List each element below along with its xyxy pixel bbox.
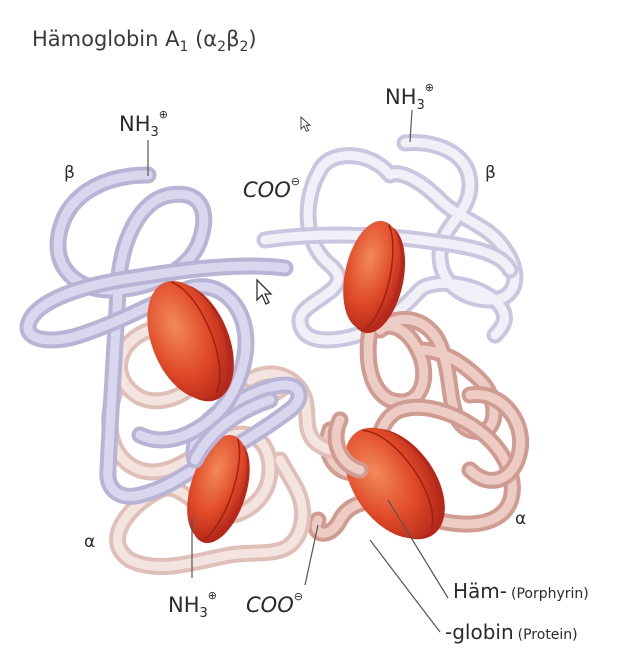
label-beta-left: β	[64, 163, 75, 183]
label-nh3-bottom: NH3⊕	[168, 589, 217, 621]
label-beta-right: β	[485, 163, 496, 183]
label-haem: Häm-(Porphyrin)	[453, 579, 589, 603]
label-alpha-left: α	[84, 532, 95, 552]
label-nh3-top-left: NH3⊕	[119, 108, 168, 140]
leader-globin	[370, 540, 440, 632]
cursor-arrow-icon	[257, 280, 271, 304]
heme-bottom-right	[325, 408, 464, 559]
label-globin: -globin(Protein)	[445, 620, 578, 644]
label-coo-top: COO⊖	[243, 175, 300, 202]
diagram-title: Hämoglobin A1 (α2β2)	[32, 27, 257, 55]
label-nh3-top-right: NH3⊕	[385, 81, 434, 113]
cursor-arrow-icon	[301, 117, 310, 131]
label-coo-bottom: COO⊖	[246, 590, 303, 617]
label-alpha-right: α	[515, 509, 526, 529]
